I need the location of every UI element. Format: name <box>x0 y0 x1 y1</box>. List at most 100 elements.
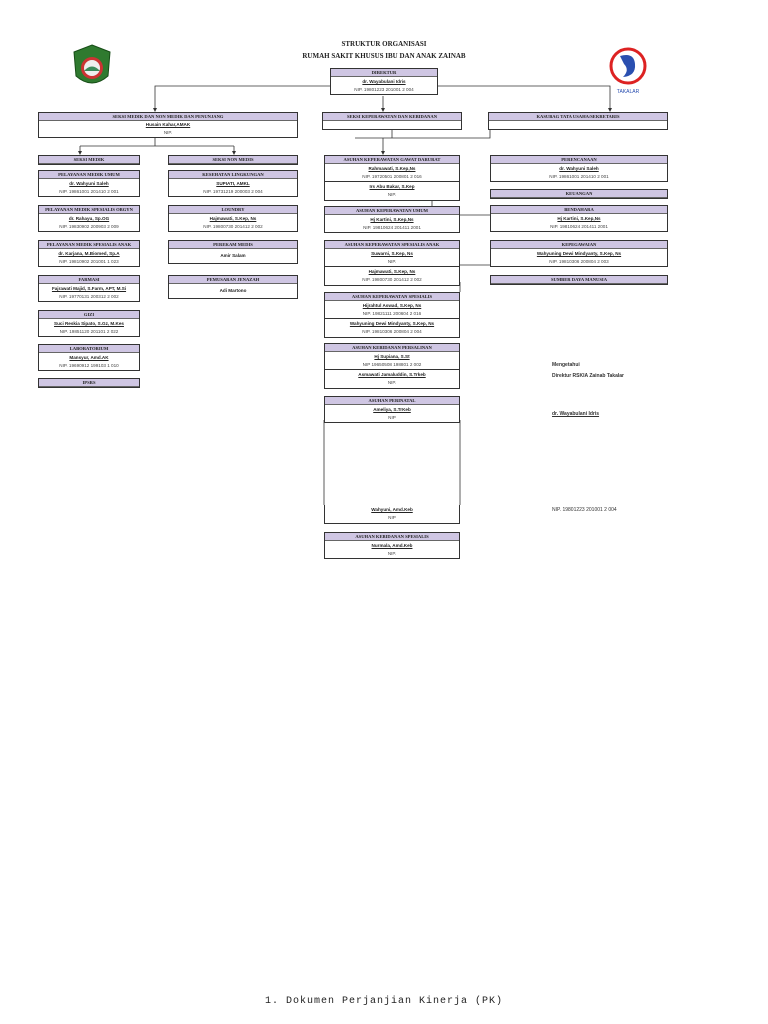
staff-nip: NIP. 19810902 201001 1 023 <box>59 258 119 264</box>
staff-name: Hj Supiana, S.St <box>374 353 410 359</box>
staff-plain: Amir Salam <box>220 252 246 258</box>
staff-nip: NIP. 19861001 201410 2 001 <box>549 173 609 179</box>
signature-nip: NIP. 19801223 201001 2 004 <box>552 507 617 513</box>
staff-nip: NIP. 19861001 201410 2 001 <box>59 188 119 194</box>
section-keperawatan-box: SEKSI KEPERAWATAN DAN KEBIDANAN <box>322 112 462 130</box>
section-title: KASUBAG TATA USAHA/SEKRETARIS <box>489 113 667 121</box>
staff-name: Fajrawati Majid, S.Farm, APT, M.Si <box>51 285 127 291</box>
footer-caption: 1. Dokumen Perjanjian Kinerja (PK) <box>264 996 504 1007</box>
signature-line1: Mengetahui <box>552 362 580 368</box>
staff-name: Wahyuning Dewi Mindyanty, S.Kep, Ns <box>536 250 622 256</box>
staff-nip: NIP. 19821111 200604 2 016 <box>362 310 422 316</box>
staff-name: dr. Wahyuni Saleh <box>559 165 599 171</box>
staff-nip: NIP. 19830902 200903 2 009 <box>59 223 119 229</box>
signature-line2: Direktur RSKIA Zainab Takalar <box>552 373 624 379</box>
staff-nip: NIP. 19770131 200312 2 002 <box>59 293 119 299</box>
staff-entry: Wahyuning Dewi Mindyanty, S.Kep, Ns NIP. … <box>325 318 459 337</box>
staff-name: Hijrahtul Aswad, S.Kep, Ns <box>362 302 422 308</box>
staff-nip: NIP. 19810306 200804 2 004 <box>362 329 422 334</box>
unit-title: GIZI <box>39 311 139 319</box>
unit-title: BENDAHARA <box>491 206 667 214</box>
staff-entry: Amir Salam <box>169 249 297 263</box>
staff-nip: NIP. 19800730 201412 2 002 <box>203 223 263 229</box>
section-title: SEKSI MEDIK DAN NON MEDIK DAN PENUNJANG <box>39 113 297 121</box>
unit-title: ASUHAN PERINATAL <box>325 397 459 405</box>
page-title: STRUKTUR ORGANISASI <box>341 40 427 48</box>
unit-title: PELAYANAN MEDIK SPESIALIS OBGYN <box>39 206 139 214</box>
staff-entry: Hijrahtul Aswad, S.Kep, Ns NIP. 19821111 … <box>325 301 459 319</box>
unit-box: SEKSI NON MEDIS <box>168 155 298 165</box>
staff-nip: NIP. 19720501 200801 2 016 <box>362 173 422 179</box>
staff-name: dr. Rahayu, Sp.OG <box>68 215 110 221</box>
staff-nip: NIP. 19731219 200003 2 004 <box>203 188 263 194</box>
staff-entry: Wahyuning Dewi Mindyanty, S.Kep, Ns NIP. … <box>491 249 667 267</box>
staff-nip: NIP. 19810624 201411 2001 <box>363 224 421 230</box>
staff-name: dr. Karjana, M.Biomed, Sp.A <box>58 250 120 256</box>
director-title: DIREKTUR <box>331 69 437 77</box>
unit-title: KEPEGAWAIAN <box>491 241 667 249</box>
staff-nip: NIP <box>388 515 396 520</box>
unit-title: PEMUSARAN JENAZAH <box>169 276 297 284</box>
staff-nip: NIP. 19810624 201411 2001 <box>550 223 608 229</box>
regency-logo-icon <box>73 44 111 84</box>
staff-nip: NIP. 19851120 201101 2 022 <box>59 328 119 334</box>
staff-plain: Adi Martono <box>219 287 247 293</box>
unit-title: SEKSI NON MEDIS <box>169 156 297 164</box>
unit-title: KESEHATAN LINGKUNGAN <box>169 171 297 179</box>
staff-name: Suwarni, S.Kep, Ns <box>371 250 413 256</box>
staff-nip: NIP. 19810306 200804 2 003 <box>549 258 609 264</box>
section-title: SEKSI KEPERAWATAN DAN KEBIDANAN <box>323 113 461 121</box>
unit-box: SEKSI MEDIK <box>38 155 140 165</box>
unit-title: SEKSI MEDIK <box>39 156 139 164</box>
unit-title: LOUNDRY <box>169 206 297 214</box>
unit-title: IPSRS <box>39 379 139 387</box>
staff-name: dr. Wahyuni Saleh <box>69 180 109 186</box>
staff-nip: NIP. 19690912 199103 1 010 <box>59 362 119 368</box>
unit-title: ASUHAN KEPERAWATAN GAWAT DARURAT <box>325 156 459 164</box>
staff-entry: dr. Rahayu, Sp.OG NIP. 19830902 200903 2 … <box>39 214 139 232</box>
unit-title: PELAYANAN MEDIK UMUM <box>39 171 139 179</box>
staff-nip: NIP 19650508 198801 2 002 <box>362 361 422 367</box>
unit-title: KEUANGAN <box>491 190 667 198</box>
staff-name: Irs Abu Bakar, S.Kep <box>369 184 415 189</box>
staff-name: Wahyuning Dewi Mindyanty, S.Kep, Ns <box>349 321 435 326</box>
staff-name: Hajmawati, S.Kep, Ns <box>209 215 257 221</box>
staff-nip: NIP. 19800730 201412 2 002 <box>362 277 422 282</box>
staff-name: Rahmawati, S.Kep,Ns <box>368 165 416 171</box>
unit-title: FARMASI <box>39 276 139 284</box>
unit-title: ASUHAN KEBIDANAN PERSALINAN <box>325 344 459 352</box>
unit-title: SUMBER DAYA MANUSIA <box>491 276 667 284</box>
section-kasubag-box: KASUBAG TATA USAHA/SEKRETARIS <box>488 112 668 130</box>
staff-name: Nurmala, Amd.Keb <box>371 542 413 548</box>
staff-name: Suci Reskia Sipato, S.Gz, M.Kes <box>54 320 124 326</box>
